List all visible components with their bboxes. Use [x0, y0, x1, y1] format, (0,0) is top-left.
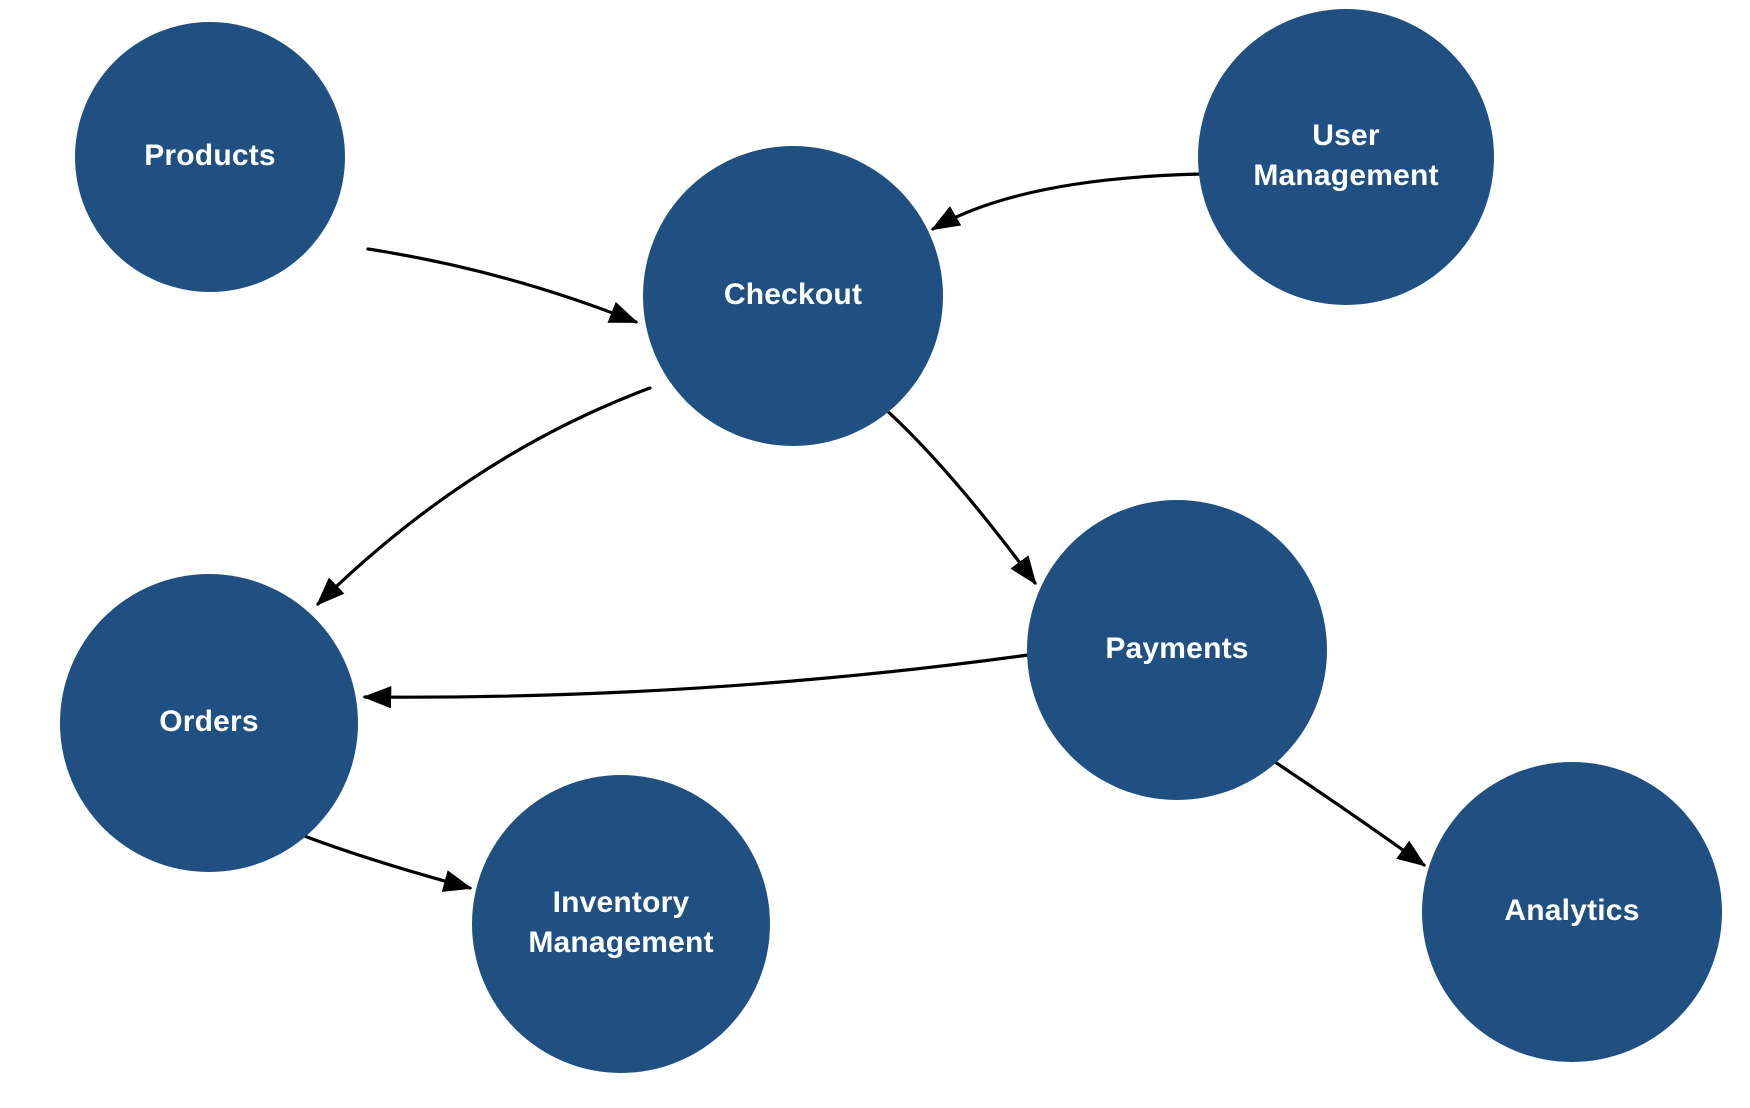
- edge-checkout-to-orders: [316, 386, 652, 606]
- edge-products-to-checkout: [366, 247, 639, 324]
- edge-layer: [292, 172, 1427, 892]
- edge-payments-to-analytics: [1273, 760, 1427, 867]
- node-circle-analytics[interactable]: [1422, 762, 1722, 1062]
- node-checkout[interactable]: Checkout: [643, 146, 943, 446]
- node-payments[interactable]: Payments: [1027, 500, 1327, 800]
- node-circle-user-management[interactable]: [1198, 9, 1494, 305]
- node-circle-products[interactable]: [75, 22, 345, 292]
- node-circle-orders[interactable]: [60, 574, 358, 872]
- edge-orders-to-inventory-management: [292, 830, 473, 892]
- node-circle-checkout[interactable]: [643, 146, 943, 446]
- node-analytics[interactable]: Analytics: [1422, 762, 1722, 1062]
- node-products[interactable]: Products: [75, 22, 345, 292]
- edge-user-management-to-checkout: [930, 172, 1205, 231]
- node-circle-payments[interactable]: [1027, 500, 1327, 800]
- node-circle-inventory-management[interactable]: [472, 775, 770, 1073]
- edge-payments-to-orders: [362, 653, 1030, 709]
- edge-checkout-to-payments: [882, 406, 1037, 586]
- node-orders[interactable]: Orders: [60, 574, 358, 872]
